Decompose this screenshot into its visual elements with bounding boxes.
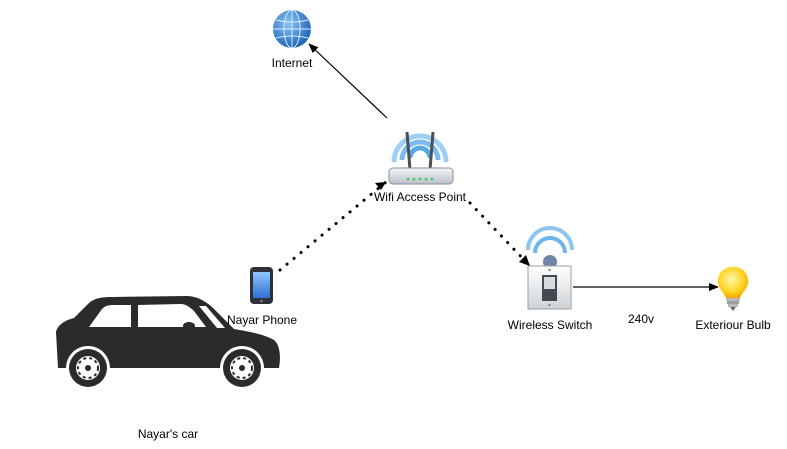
car-label: Nayar's car [137, 427, 199, 441]
edge-access-point-to-switch-arrowhead [519, 255, 530, 266]
light-bulb-icon [717, 266, 749, 311]
bulb-label: Exteriour Bulb [695, 318, 771, 332]
wireless-switch-icon [526, 226, 574, 310]
globe-icon [273, 9, 311, 49]
edge-phone-to-access-point [278, 180, 388, 272]
wifi-router-icon [388, 131, 454, 185]
access-point-label: Wifi Access Point [373, 190, 467, 204]
phone-label: Nayar Phone [226, 313, 298, 327]
internet-label: Internet [271, 56, 313, 70]
edge-access-point-to-switch [468, 201, 530, 266]
voltage-label: 240v [627, 312, 655, 326]
edge-phone-to-access-point-arrowhead [375, 182, 386, 190]
smartphone-icon [250, 267, 273, 304]
switch-label: Wireless Switch [507, 318, 593, 332]
car-icon [56, 296, 280, 390]
edge-access-point-to-internet [308, 43, 388, 119]
